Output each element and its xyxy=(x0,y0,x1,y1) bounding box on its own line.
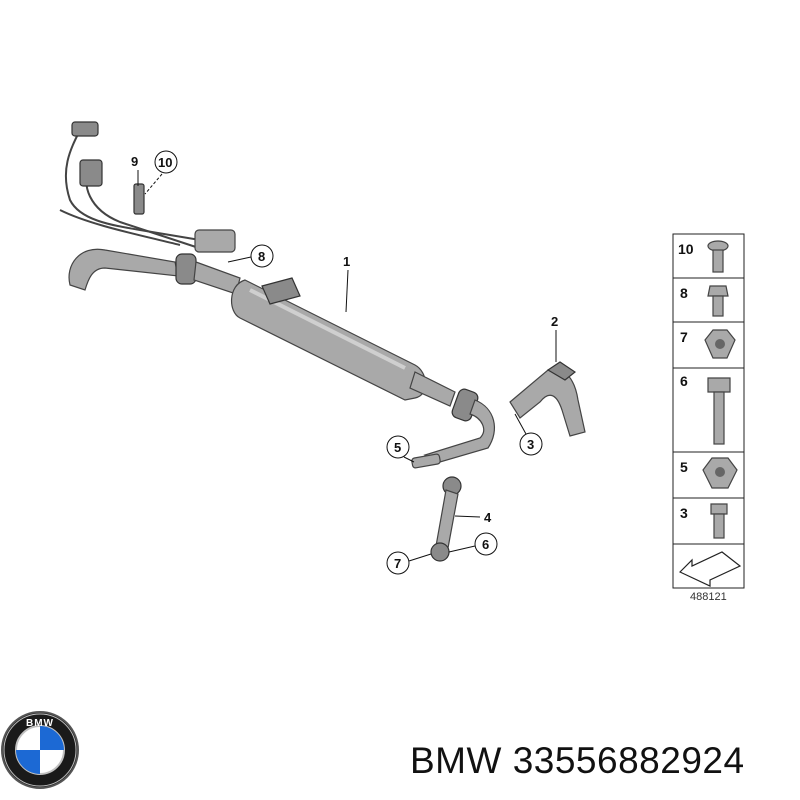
callout-10: 10 xyxy=(158,155,172,170)
legend-num-10: 10 xyxy=(678,241,694,257)
callouts: 9 10 8 1 2 3 5 4 6 7 xyxy=(131,150,558,575)
callout-1: 1 xyxy=(343,254,350,269)
legend-num-6: 6 xyxy=(680,373,688,389)
small-bolt-icon xyxy=(710,503,728,539)
long-bolt-icon xyxy=(707,377,731,445)
stabilizer-bar xyxy=(68,248,496,463)
callout-9: 9 xyxy=(131,154,138,169)
bolt-icon xyxy=(707,240,729,273)
legend-num-8: 8 xyxy=(680,285,688,301)
callout-5: 5 xyxy=(394,440,401,455)
wiring-harness xyxy=(59,121,236,253)
nut-icon xyxy=(702,457,738,489)
callout-6: 6 xyxy=(482,537,489,552)
callout-2: 2 xyxy=(551,314,558,329)
callout-8: 8 xyxy=(258,249,265,264)
svg-text:BMW: BMW xyxy=(26,718,54,729)
flange-bolt-icon xyxy=(707,285,729,317)
reference-number: 488121 xyxy=(690,591,727,603)
bracket-part xyxy=(509,361,586,437)
callout-4: 4 xyxy=(484,510,492,525)
legend-num-7: 7 xyxy=(680,329,688,345)
sensor-part xyxy=(133,183,145,215)
legend-num-3: 3 xyxy=(680,505,688,521)
parts-legend: 10 8 7 6 5 3 xyxy=(672,233,745,589)
callout-7: 7 xyxy=(394,556,401,571)
bmw-logo: BMW xyxy=(1,711,79,789)
link-rod xyxy=(411,453,462,562)
part-number-caption: BMW 33556882924 xyxy=(410,740,745,781)
arrow-icon xyxy=(678,551,742,587)
callout-3: 3 xyxy=(527,437,534,452)
legend-num-5: 5 xyxy=(680,459,688,475)
hex-nut-icon xyxy=(704,329,736,359)
